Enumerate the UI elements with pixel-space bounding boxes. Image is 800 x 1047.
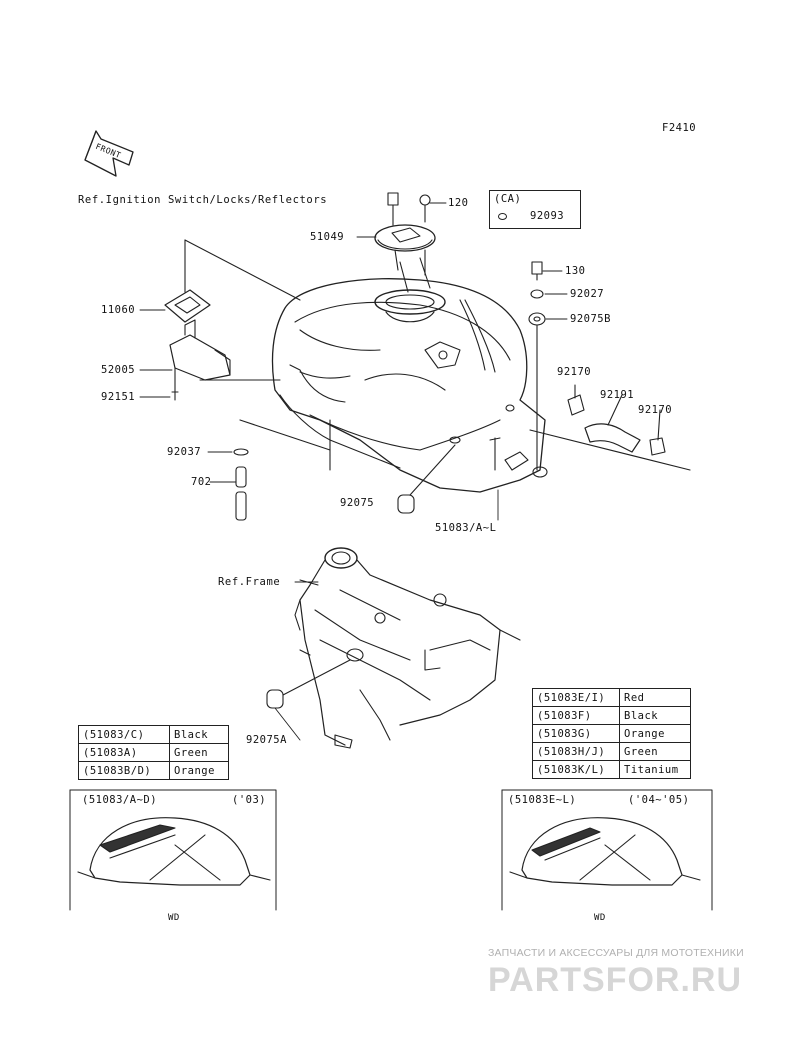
table-row: (51083G) Orange (532, 724, 691, 743)
color-name-cell: Black (169, 725, 229, 744)
table-row: (51083K/L) Titanium (532, 760, 691, 779)
drain-hose-drawing (233, 419, 331, 521)
color-name-cell: Orange (169, 761, 229, 780)
inset-right-parts: (51083E~L) (508, 794, 577, 806)
inset-tank-left (77, 817, 271, 886)
part-label-92191[interactable]: 92191 (600, 389, 635, 401)
color-name-cell: Red (619, 688, 691, 707)
part-label-120[interactable]: 120 (448, 197, 469, 209)
front-arrow-icon (84, 130, 134, 177)
ca-box: (CA) 92093 (489, 190, 581, 229)
leader-lines (139, 202, 568, 741)
table-row: (51083A) Green (78, 743, 229, 762)
color-code-cell: (51083E/I) (532, 688, 620, 707)
color-name-cell: Green (619, 742, 691, 761)
inset-left-parts: (51083/A~D) (82, 794, 158, 806)
watermark-tagline: ЗАПЧАСТИ И АКСЕССУАРЫ ДЛЯ МОТОТЕХНИКИ (488, 947, 744, 959)
part-label-702[interactable]: 702 (191, 476, 212, 488)
color-code-cell: (51083B/D) (78, 761, 170, 780)
part-label-51049[interactable]: 51049 (310, 231, 345, 243)
part-label-52005[interactable]: 52005 (101, 364, 136, 376)
inset-right-year: ('04~'05) (628, 794, 690, 806)
figure-code: F2410 (662, 122, 697, 134)
color-name-cell: Green (169, 743, 229, 762)
ca-box-title: (CA) (494, 193, 522, 205)
hose-clamp-drawing (529, 384, 691, 471)
part-label-92075b[interactable]: 92075B (570, 313, 611, 325)
table-row: (51083F) Black (532, 706, 691, 725)
bolt-grommet-drawing (528, 261, 546, 471)
fuel-cap-drawing (374, 192, 436, 293)
part-label-51083[interactable]: 51083/A~L (435, 522, 497, 534)
color-table-right: (51083E/I) Red (51083F) Black (51083G) O… (532, 688, 691, 779)
part-label-11060[interactable]: 11060 (101, 304, 136, 316)
fuel-tank-drawing (271, 278, 548, 493)
inset-frames (69, 789, 713, 911)
table-row: (51083/C) Black (78, 725, 229, 744)
part-label-92075a[interactable]: 92075A (246, 734, 287, 746)
watermark-brand: PARTSFOR.RU (488, 961, 743, 999)
color-code-cell: (51083K/L) (532, 760, 620, 779)
table-row: (51083E/I) Red (532, 688, 691, 707)
inset-left-year: ('03) (232, 794, 267, 806)
part-label-92037[interactable]: 92037 (167, 446, 202, 458)
part-label-92075[interactable]: 92075 (340, 497, 375, 509)
color-name-cell: Black (619, 706, 691, 725)
color-name-cell: Orange (619, 724, 691, 743)
damper-drawing (397, 444, 456, 514)
color-code-cell: (51083H/J) (532, 742, 620, 761)
fuel-pump-drawing (164, 239, 301, 401)
color-code-cell: (51083G) (532, 724, 620, 743)
color-code-cell: (51083F) (532, 706, 620, 725)
part-label-130[interactable]: 130 (565, 265, 586, 277)
inset-right-caption: WD (594, 913, 606, 923)
color-code-cell: (51083A) (78, 743, 170, 762)
ca-box-part: 92093 (530, 210, 565, 222)
part-label-92170-right[interactable]: 92170 (638, 404, 673, 416)
table-row: (51083B/D) Orange (78, 761, 229, 780)
ref-frame-link[interactable]: Ref.Frame (218, 576, 281, 588)
table-row: (51083H/J) Green (532, 742, 691, 761)
inset-tank-right (509, 817, 701, 886)
inset-left-caption: WD (168, 913, 180, 923)
ref-ignition-link[interactable]: Ref.Ignition Switch/Locks/Reflectors (78, 194, 328, 206)
color-code-cell: (51083/C) (78, 725, 170, 744)
color-table-left: (51083/C) Black (51083A) Green (51083B/D… (78, 725, 229, 780)
part-label-92027[interactable]: 92027 (570, 288, 605, 300)
part-label-92170-left[interactable]: 92170 (557, 366, 592, 378)
washer-icon (498, 213, 507, 220)
frame-drawing (266, 547, 521, 749)
color-name-cell: Titanium (619, 760, 691, 779)
part-label-92151[interactable]: 92151 (101, 391, 136, 403)
